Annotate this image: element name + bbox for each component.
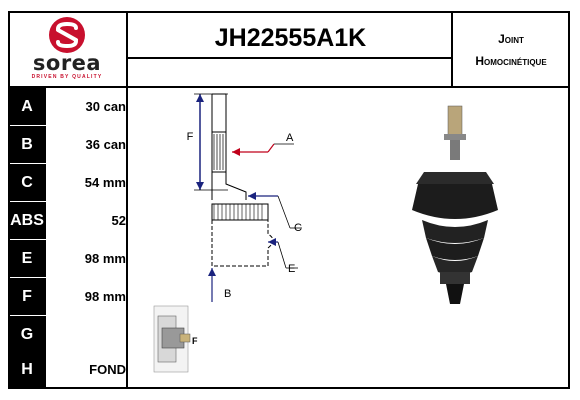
spec-value: FOND bbox=[89, 362, 126, 377]
spec-key: H bbox=[8, 352, 46, 387]
label-a: A bbox=[286, 132, 294, 144]
category-divider bbox=[451, 11, 453, 88]
brand-name: sorea bbox=[32, 51, 102, 75]
logo-s-icon bbox=[56, 21, 78, 49]
spec-value: 30 can bbox=[85, 99, 126, 114]
partno-underline bbox=[128, 57, 453, 59]
spec-key: ABS bbox=[8, 202, 46, 239]
spec-value: 54 mm bbox=[84, 175, 126, 190]
label-e: E bbox=[288, 263, 295, 275]
spec-key: B bbox=[8, 126, 46, 163]
cv-joint-photo bbox=[412, 105, 498, 304]
brand-logo bbox=[49, 17, 85, 53]
spec-key: E bbox=[8, 240, 46, 277]
spec-value bbox=[48, 316, 126, 353]
spec-key: G bbox=[8, 316, 46, 353]
marker-c: C bbox=[248, 192, 302, 234]
spec-value: 98 mm bbox=[84, 251, 126, 266]
header-divider bbox=[8, 86, 570, 88]
brand-tagline: DRIVEN BY QUALITY bbox=[31, 74, 103, 80]
spec-row-c: C 54 mm bbox=[8, 164, 128, 201]
spec-row-abs: ABS 52 bbox=[8, 202, 128, 239]
spec-key: F bbox=[8, 278, 46, 315]
category-line-1: Joint bbox=[498, 32, 524, 46]
spec-value: 98 mm bbox=[84, 289, 126, 304]
spec-key: C bbox=[8, 164, 46, 201]
logo-divider bbox=[126, 11, 128, 389]
category-line-2: Homocinétique bbox=[475, 54, 547, 68]
label-b: B bbox=[224, 288, 231, 300]
dimension-f: F bbox=[187, 93, 228, 191]
part-number: JH22555A1K bbox=[214, 24, 367, 52]
spec-row-a: A 30 can bbox=[8, 88, 128, 125]
product-category: Joint Homocinétique bbox=[452, 28, 570, 72]
marker-a: A bbox=[232, 132, 294, 156]
thumbnail-label-f: F bbox=[192, 336, 198, 346]
spec-row-f: F 98 mm bbox=[8, 278, 128, 315]
spec-value: 36 can bbox=[85, 137, 126, 152]
label-c: C bbox=[294, 222, 302, 234]
spec-value: 52 bbox=[111, 213, 126, 228]
label-f: F bbox=[187, 131, 194, 143]
spec-row-g: G bbox=[8, 316, 128, 353]
marker-b: B bbox=[208, 268, 231, 302]
marker-e: E bbox=[268, 238, 298, 275]
technical-diagram: F A C E B bbox=[153, 93, 498, 373]
thumbnail-drawing: F bbox=[153, 305, 198, 373]
spec-key: A bbox=[8, 88, 46, 125]
shaft-outline bbox=[211, 93, 274, 267]
spec-row-b: B 36 can bbox=[8, 126, 128, 163]
spec-row-h: H FOND bbox=[8, 352, 128, 387]
spec-row-e: E 98 mm bbox=[8, 240, 128, 277]
